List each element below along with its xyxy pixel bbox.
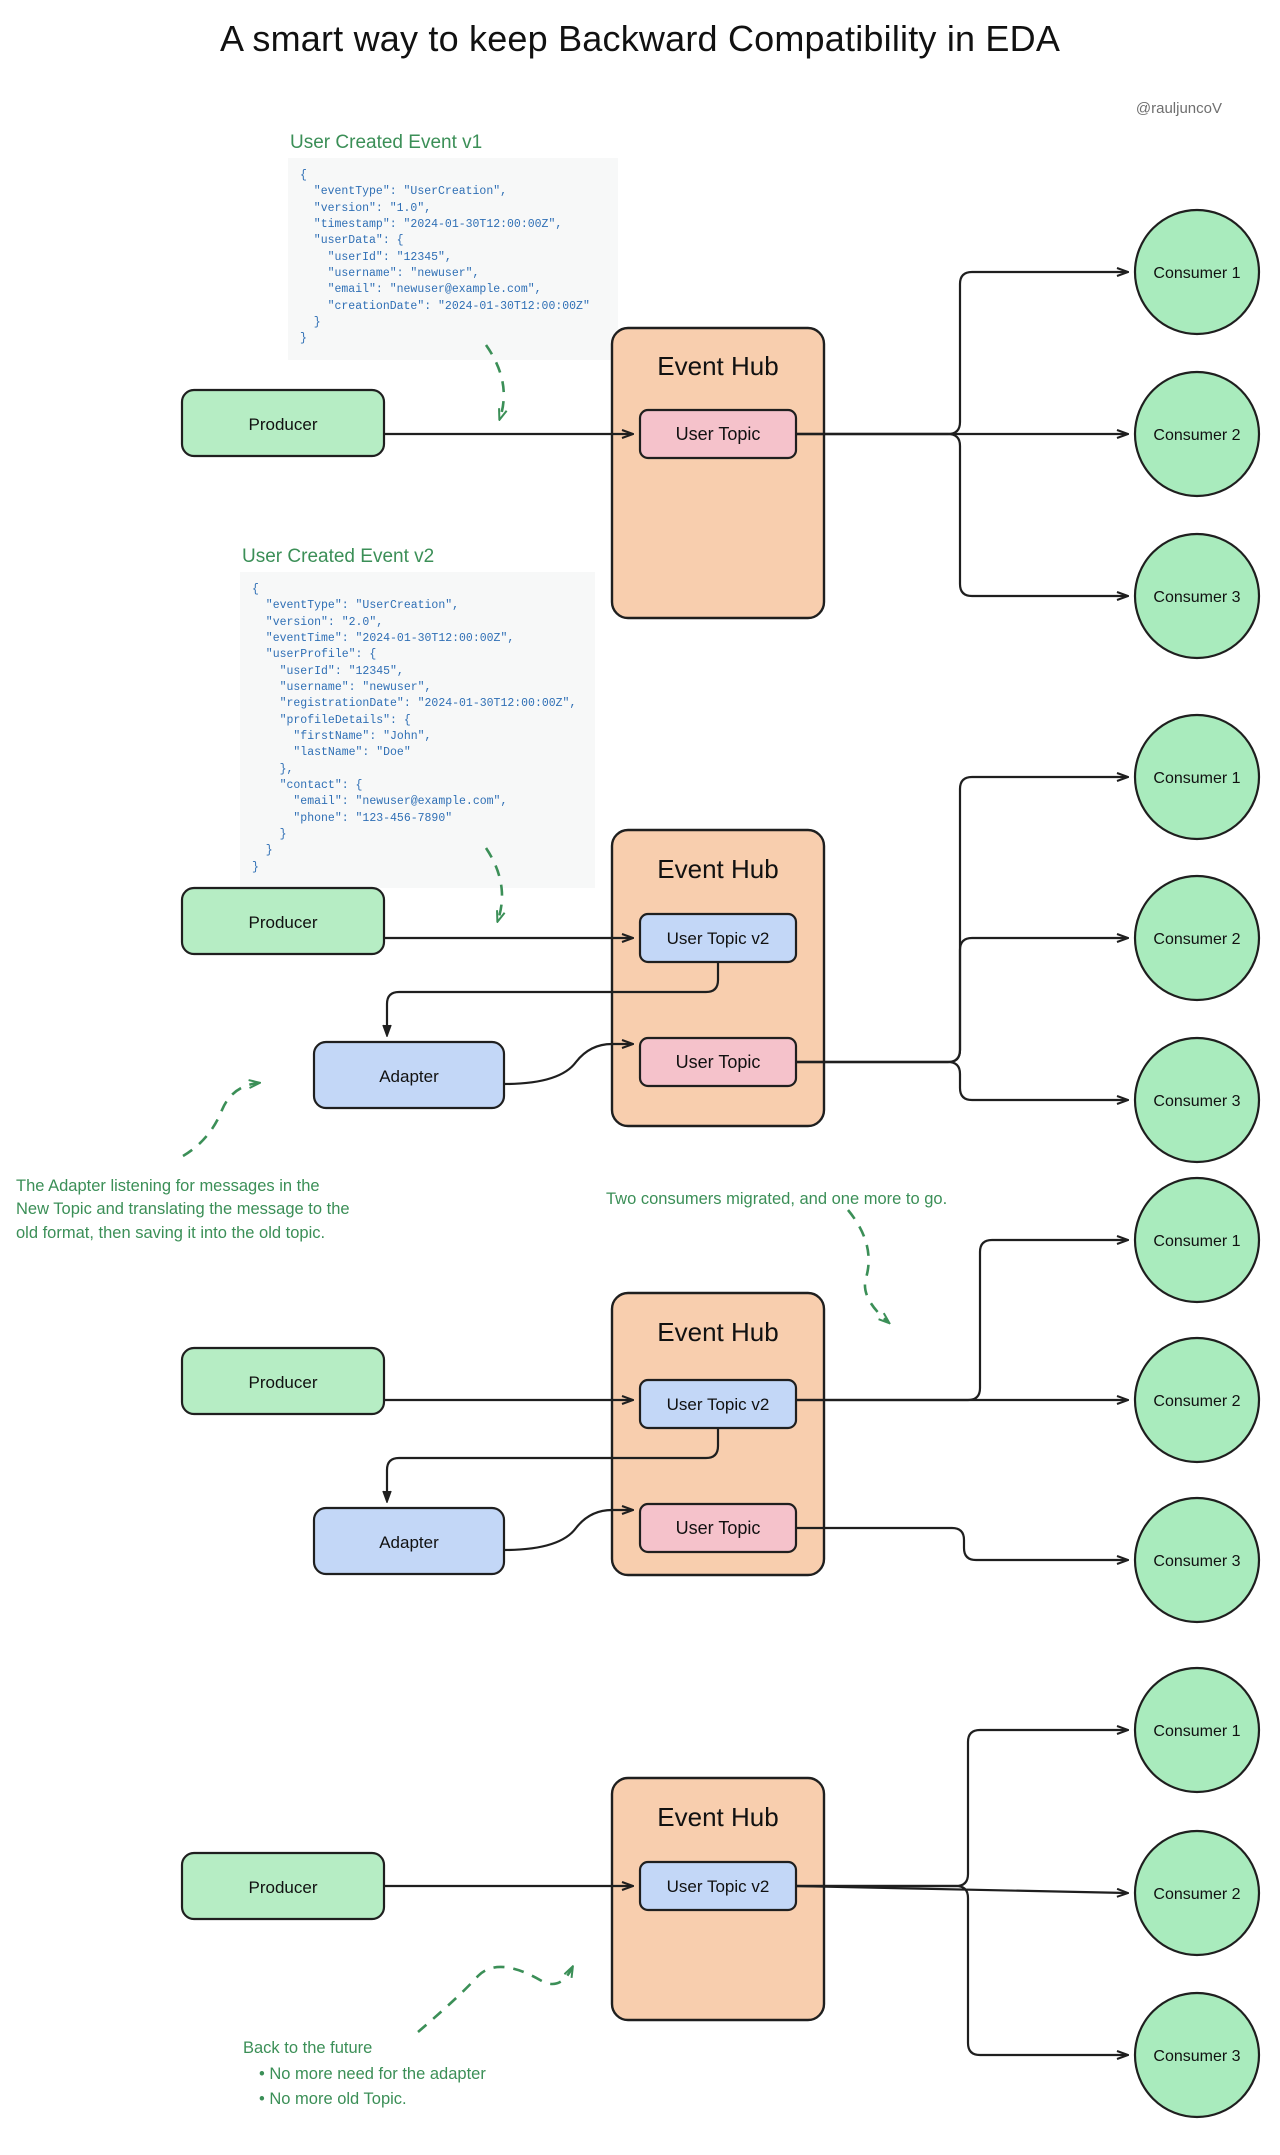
stage-2-consumer-3-label: Consumer 3: [1153, 1093, 1240, 1110]
stage-2-consumer-2[interactable]: [1133, 874, 1261, 1002]
stage-1-consumer-2-label: Consumer 2: [1153, 427, 1240, 444]
stage-3-topic-v2-to-adapter: [387, 1428, 720, 1500]
stage-4-producer-label: Producer: [249, 1878, 318, 1897]
event-v1-title: User Created Event v1: [290, 132, 483, 153]
stage-2-producer[interactable]: [180, 886, 386, 956]
stage-2-event-hub-label: Event Hub: [657, 854, 778, 884]
stage-3-adapter[interactable]: [312, 1506, 506, 1576]
stage-2-consumer-1-label: Consumer 1: [1153, 770, 1240, 787]
note-back-to-future-bullets: • No more need for the adapter • No more…: [243, 2062, 663, 2112]
stage-2-topic-v2-to-adapter: [387, 962, 720, 1034]
event-v2-json: { "eventType": "UserCreation", "version"…: [240, 572, 595, 888]
stage-1-fanout-consumer-3: [796, 432, 1127, 596]
stage-3-user-topic-v2-label: User Topic v2: [667, 1395, 770, 1414]
stage-2-fanout-consumer-1: [796, 777, 1127, 1064]
note-adapter-explainer: The Adapter listening for messages in th…: [16, 1177, 350, 1242]
stage-1-consumer-3-label: Consumer 3: [1153, 589, 1240, 606]
stage-1-producer[interactable]: [180, 388, 386, 458]
stage-4-event-hub-label: Event Hub: [657, 1802, 778, 1832]
stage-3-producer-label: Producer: [249, 1373, 318, 1392]
stage-1-consumer-1[interactable]: [1133, 208, 1261, 336]
stage-1-consumer-2[interactable]: [1133, 370, 1261, 498]
stage-2-group: Event Hub User Topic v2 User Topic Produ…: [180, 713, 1261, 1164]
stage-3-consumer-3[interactable]: [1133, 1496, 1261, 1624]
stage-3-consumer-2[interactable]: [1133, 1336, 1261, 1464]
stage-3-adapter-label: Adapter: [379, 1533, 439, 1552]
stage-3-event-hub-label: Event Hub: [657, 1317, 778, 1347]
stage-2-consumer-3[interactable]: [1133, 1036, 1261, 1164]
stage-3-group: Event Hub User Topic v2 User Topic Produ…: [180, 1176, 1261, 1624]
stage-4-consumer-1[interactable]: [1133, 1666, 1261, 1794]
stage-3-producer[interactable]: [180, 1346, 386, 1416]
stage-2-adapter-to-user-topic: [503, 1044, 632, 1086]
stage-4-fanout-consumer-2: [795, 1884, 1127, 1893]
page-title: A smart way to keep Backward Compatibili…: [219, 18, 1061, 59]
stage-2-producer-label: Producer: [249, 913, 318, 932]
stage-4-consumer-1-label: Consumer 1: [1153, 1723, 1240, 1740]
stage-4-consumer-2[interactable]: [1133, 1829, 1261, 1957]
stage-4-user-topic-v2-label: User Topic v2: [667, 1877, 770, 1896]
stage-2-fanout-consumer-3: [796, 1060, 1127, 1100]
stage-2-consumer-2-label: Consumer 2: [1153, 931, 1240, 948]
stage-1-event-hub: [610, 326, 826, 620]
stage-3-user-topic-label: User Topic: [676, 1518, 761, 1538]
stage-3-old-to-consumer-3: [796, 1526, 1127, 1560]
author-handle: @rauljuncoV: [1135, 100, 1222, 117]
stage-4-fanout-consumer-1: [796, 1730, 1127, 1888]
stage-4-consumer-2-label: Consumer 2: [1153, 1886, 1240, 1903]
event-v1-json: { "eventType": "UserCreation", "version"…: [288, 158, 618, 360]
stage-2-consumer-1[interactable]: [1133, 713, 1261, 841]
stage-1-json-hint-arrow: [484, 344, 504, 418]
stage-1-consumer-3[interactable]: [1133, 532, 1261, 660]
stage-2-fanout-consumer-2: [796, 938, 1127, 1064]
stage-3-consumer-3-label: Consumer 3: [1153, 1553, 1240, 1570]
stage-2-user-topic-v2-label: User Topic v2: [667, 929, 770, 948]
note-migration: Two consumers migrated, and one more to …: [606, 1190, 948, 1208]
stage-3-v2-to-consumer-1: [796, 1240, 1127, 1402]
stage-1-consumer-1-label: Consumer 1: [1153, 265, 1240, 282]
event-v2-title: User Created Event v2: [242, 546, 435, 567]
stage-1-producer-label: Producer: [249, 415, 318, 434]
stage-4-consumer-3-label: Consumer 3: [1153, 2048, 1240, 2065]
stage-2-json-hint-arrow: [484, 847, 502, 920]
note-back-to-future-title: Back to the future: [243, 2039, 373, 2057]
stage-3-consumer-1[interactable]: [1133, 1176, 1261, 1304]
stage-3-consumer-1-label: Consumer 1: [1153, 1233, 1240, 1250]
stage-3-adapter-to-user-topic: [503, 1510, 632, 1552]
stage-2-adapter-label: Adapter: [379, 1067, 439, 1086]
bullet-no-old-topic: • No more old Topic.: [259, 2089, 407, 2108]
stage-1-event-hub-label: Event Hub: [657, 351, 778, 381]
event-v1-panel: User Created Event v1 { "eventType": "Us…: [288, 132, 618, 360]
stage-3-consumer-2-label: Consumer 2: [1153, 1393, 1240, 1410]
stage-2-adapter-note-arrow: [182, 1083, 258, 1158]
stage-4-consumer-3[interactable]: [1133, 1991, 1261, 2119]
stage-1-user-topic-label: User Topic: [676, 424, 761, 444]
stage-4-group: Event Hub User Topic v2 Producer Consume…: [180, 1666, 1261, 2119]
stage-3-migration-note-arrow: [846, 1209, 888, 1322]
stage-2-user-topic-label: User Topic: [676, 1052, 761, 1072]
stage-4-fanout-consumer-3: [796, 1884, 1127, 2055]
bullet-no-adapter: • No more need for the adapter: [259, 2065, 486, 2083]
stage-4-back-to-future-arrow: [417, 1967, 572, 2033]
stage-1-group: Event Hub User Topic Producer Consumer 1…: [180, 208, 1261, 660]
stage-1-fanout-consumer-1: [796, 272, 1127, 436]
stage-2-adapter[interactable]: [312, 1040, 506, 1110]
event-v2-panel: User Created Event v2 { "eventType": "Us…: [240, 546, 595, 888]
